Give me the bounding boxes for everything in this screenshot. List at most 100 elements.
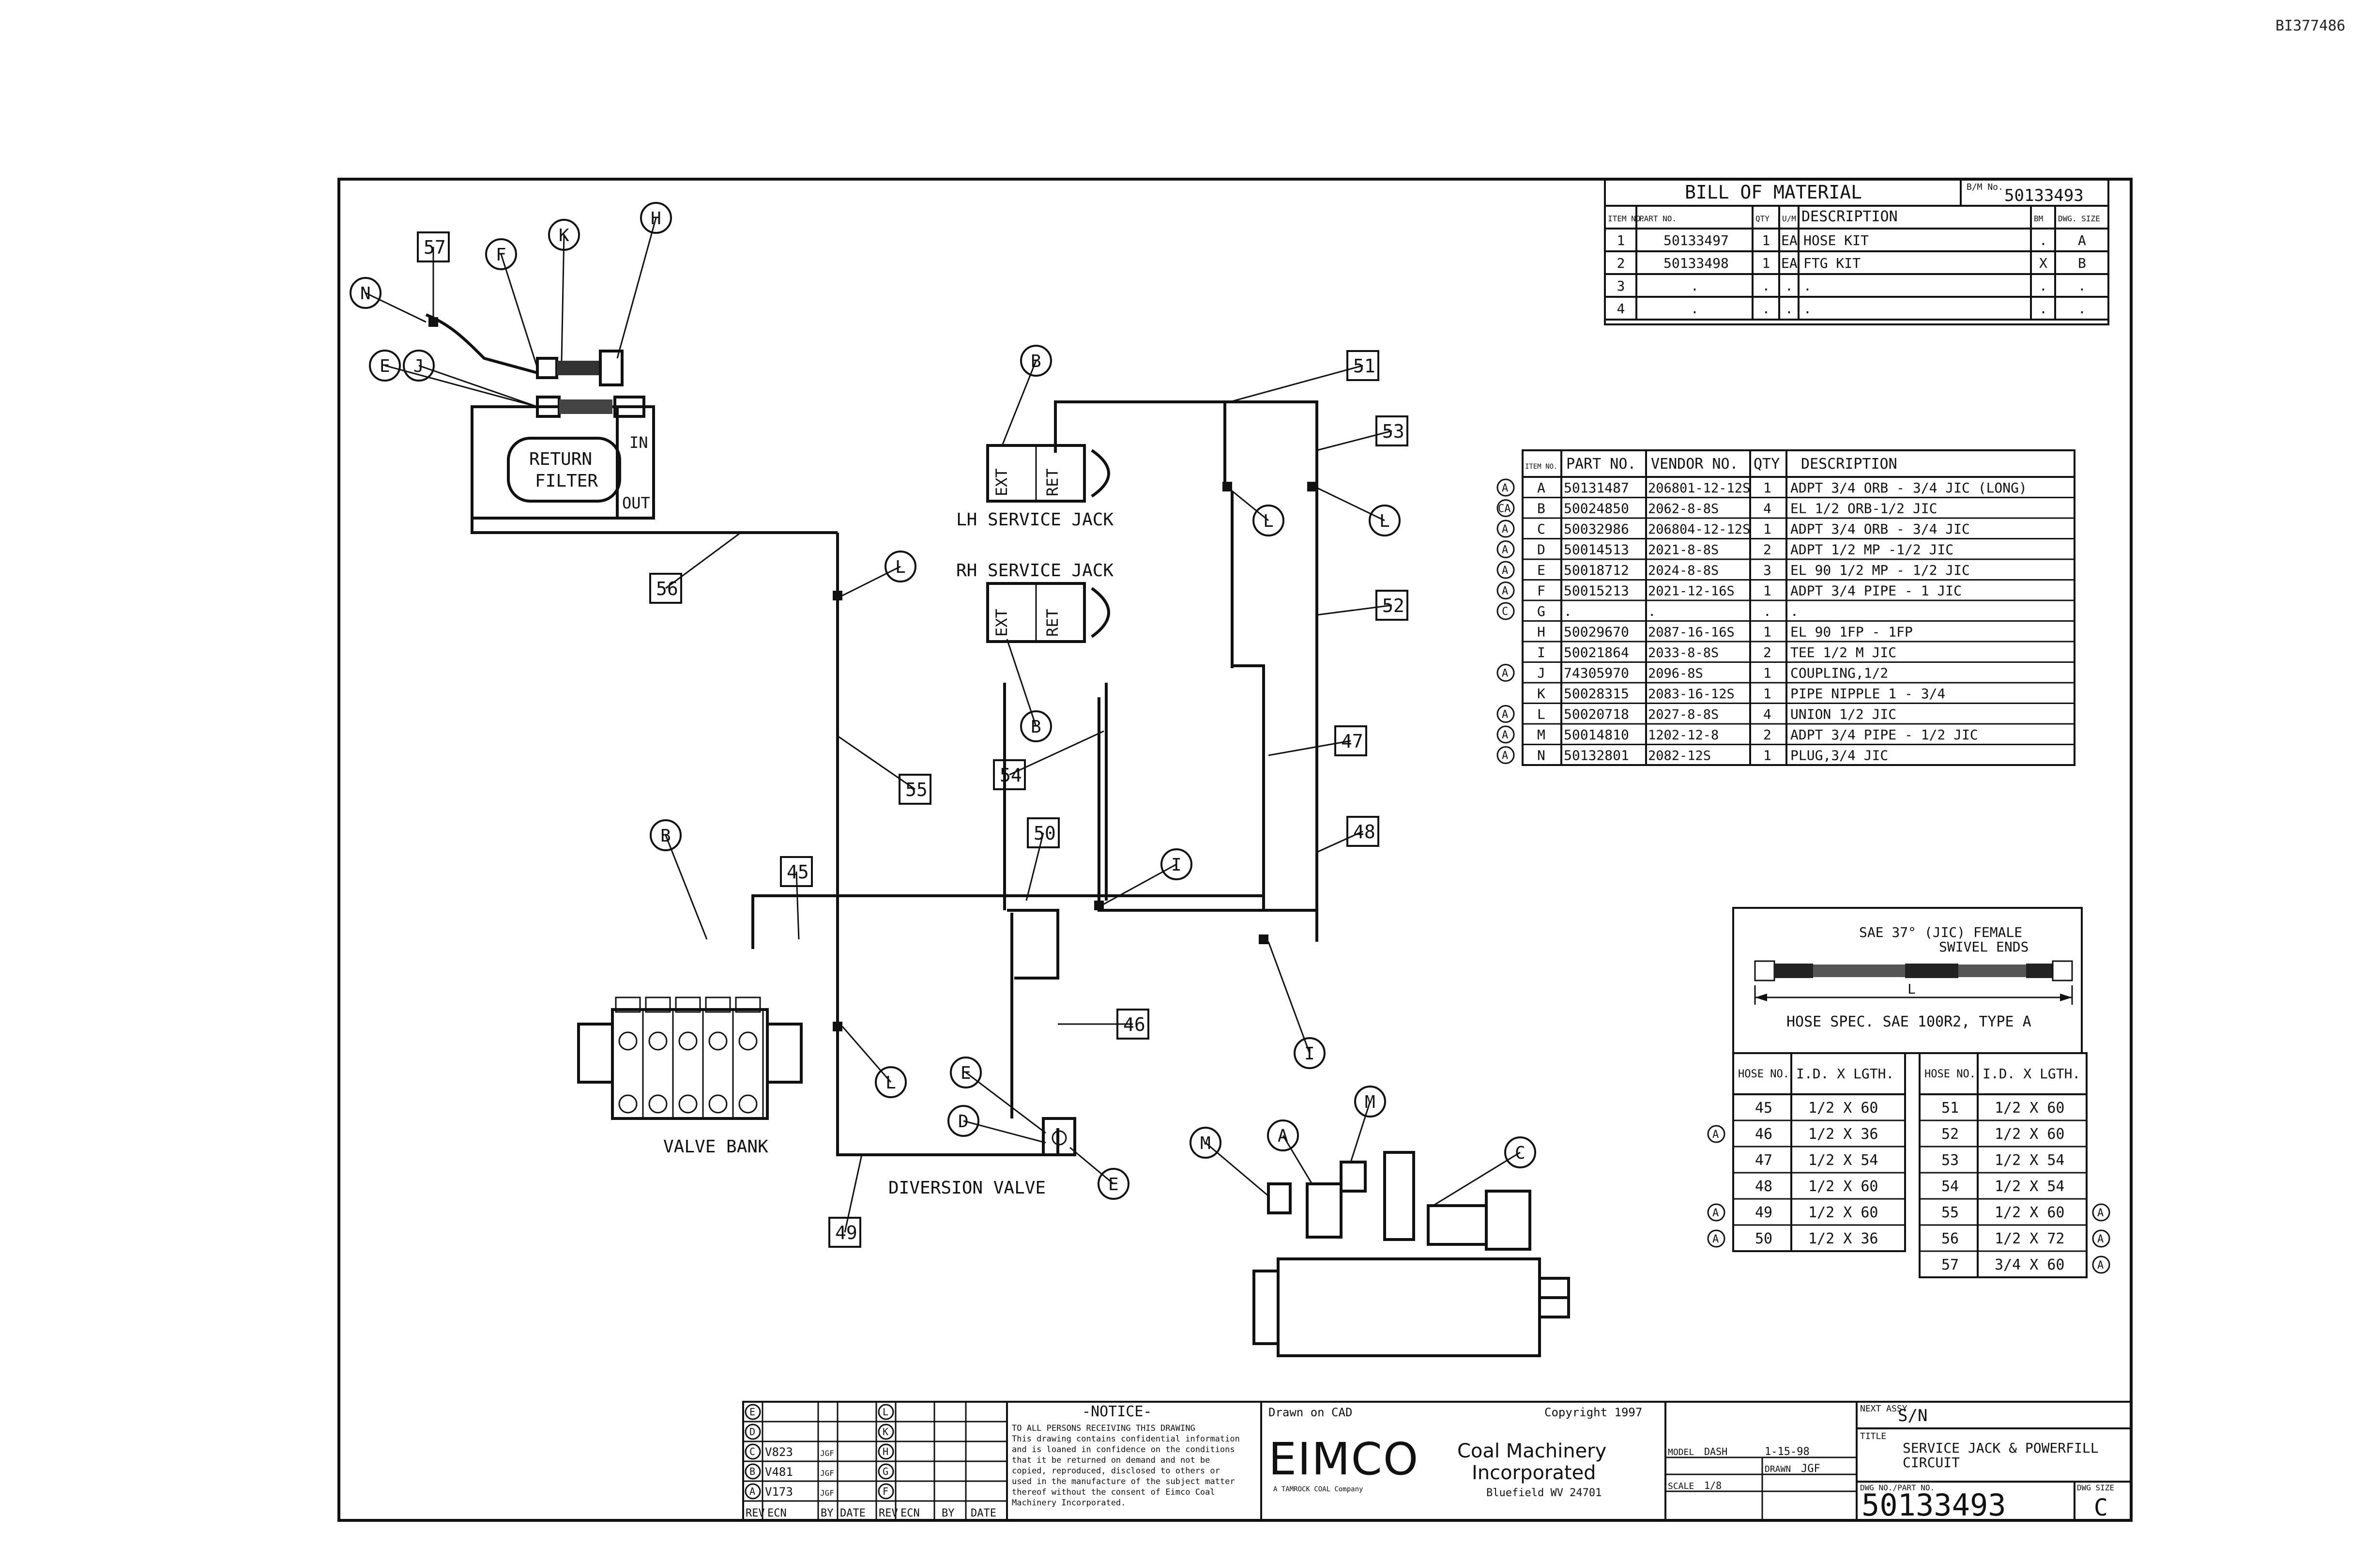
fitting-vendor-no: 2096-8S	[1648, 666, 1703, 681]
fitting-qty: 4	[1763, 706, 1771, 722]
fitting-vendor-no: 1202-12-8	[1648, 728, 1719, 743]
hose-size: 1/2 X 72	[1995, 1230, 2065, 1247]
bom-cell: .	[1803, 301, 1812, 317]
bom-cell: .	[1785, 278, 1793, 294]
bom-cell: 4	[1617, 301, 1625, 317]
powerfill-pump	[1252, 1151, 1570, 1357]
fitting-description: EL 90 1/2 MP - 1/2 JIC	[1790, 562, 1970, 578]
rev-letter: K	[883, 1426, 888, 1438]
fitting-vendor-no: 2083-16-12S	[1648, 687, 1735, 702]
fitting-part-no: 50021864	[1564, 644, 1629, 660]
hose-callout: 50	[1034, 823, 1056, 844]
fitting-qty: 1	[1763, 665, 1771, 681]
fitting-vendor-no: 206801-12-12S	[1648, 481, 1750, 496]
fitting-item: G	[1537, 603, 1545, 619]
hose-callout: 56	[656, 578, 678, 599]
revision-marker: A	[1712, 1233, 1719, 1245]
fitting-callout: D	[958, 1112, 969, 1132]
lh-ext-label: EXT	[992, 468, 1011, 496]
revision-marker: A	[1502, 523, 1508, 536]
rev-by: JGF	[820, 1469, 834, 1478]
fitting-item: B	[1537, 501, 1545, 517]
hose-illustration	[1754, 960, 2073, 1005]
revision-marker: A	[1502, 482, 1508, 494]
drawn-on-cad: Drawn on CAD	[1268, 1406, 1352, 1419]
hose-callout: 49	[835, 1222, 857, 1243]
hose-callout: 51	[1353, 355, 1375, 377]
hose-size: 1/2 X 54	[1808, 1152, 1878, 1169]
tolerance-block: MODEL DASH 1-15-98 SCALE 1/8 DRAWN JGF	[1665, 1446, 1857, 1520]
fitting-callout: E	[380, 356, 390, 376]
fitting-item: E	[1537, 562, 1545, 578]
fitting-vendor-no: 2021-8-8S	[1648, 543, 1719, 558]
valve-bank-label: VALVE BANK	[663, 1137, 768, 1157]
rh-ret-label: RET	[1043, 609, 1062, 637]
rev-header: ECN	[767, 1507, 787, 1519]
next-assy-label: NEXT ASSY	[1860, 1404, 1907, 1414]
scale-value: 1/8	[1704, 1480, 1722, 1491]
fitting-description: ADPT 1/2 MP -1/2 JIC	[1790, 542, 1953, 558]
drawn-label: DRAWN	[1765, 1464, 1791, 1474]
rev-header: REV	[879, 1507, 898, 1519]
hose-number: 47	[1755, 1152, 1772, 1169]
fitting-vendor-no: 2021-12-16S	[1648, 584, 1735, 599]
return-filter-label-2: FILTER	[535, 471, 598, 491]
bom-header-cell: ITEM NO.	[1608, 214, 1645, 223]
rev-header: ECN	[900, 1507, 920, 1519]
filter-out-label: OUT	[622, 494, 650, 512]
revision-marker: CA	[1498, 503, 1511, 515]
hose-callout: 57	[424, 237, 446, 258]
hose-size: 1/2 X 36	[1808, 1230, 1878, 1247]
lh-service-jack: EXT RET LH SERVICE JACK	[956, 444, 1114, 530]
fitting-callout: C	[1515, 1143, 1526, 1163]
hose-callout: 55	[905, 779, 928, 800]
bom-header-cell: DWG. SIZE	[2058, 214, 2100, 223]
fitting-item: A	[1537, 480, 1545, 496]
date-value: 1-15-98	[1765, 1446, 1810, 1458]
bom-cell: 1	[1762, 255, 1770, 271]
bom-header-cell: QTY	[1755, 214, 1770, 223]
fitting-item: K	[1537, 686, 1545, 702]
return-filter: RETURN FILTER IN OUT	[471, 350, 655, 520]
hose-size: 1/2 X 60	[1995, 1204, 2065, 1221]
bom-cell: 3	[1617, 278, 1625, 294]
hose-number: 54	[1941, 1178, 1959, 1195]
fitting-callout: L	[895, 557, 906, 577]
rev-header: DATE	[840, 1507, 866, 1519]
hose-number: 46	[1755, 1126, 1772, 1143]
hose-fittings	[428, 317, 1317, 1031]
revision-marker: A	[1712, 1129, 1719, 1141]
fitting-header-cell: PART NO.	[1566, 456, 1636, 473]
fitting-part-no: 50020718	[1564, 706, 1629, 722]
fitting-qty: 3	[1763, 562, 1771, 578]
bom-cell: EA	[1781, 232, 1798, 248]
fitting-callout: B	[1031, 717, 1041, 737]
rev-header: BY	[942, 1507, 955, 1519]
revision-marker: A	[1502, 750, 1508, 762]
rev-letter: C	[749, 1446, 755, 1457]
fitting-callout: I	[1171, 855, 1182, 875]
revision-marker: A	[1502, 585, 1508, 597]
rev-by: JGF	[820, 1449, 834, 1458]
scale-label: SCALE	[1668, 1481, 1694, 1491]
valve-bank: VALVE BANK	[577, 996, 803, 1157]
bom-header-cell: U/M	[1782, 214, 1796, 223]
rev-letter: G	[883, 1466, 888, 1477]
hose-number: 57	[1941, 1256, 1959, 1273]
hose-size: 1/2 X 60	[1995, 1126, 2065, 1143]
rev-letter: F	[883, 1486, 888, 1497]
copyright: Copyright 1997	[1544, 1406, 1642, 1419]
hose-callout: 53	[1382, 421, 1404, 442]
fitting-qty: .	[1763, 603, 1771, 619]
bom-no: 50133493	[2004, 186, 2084, 205]
hose-number: 45	[1755, 1100, 1772, 1117]
fitting-vendor-no: 2024-8-8S	[1648, 563, 1719, 578]
fitting-part-no: 50028315	[1564, 686, 1629, 702]
fitting-item: J	[1537, 665, 1545, 681]
fitting-vendor-no: 2027-8-8S	[1648, 707, 1719, 722]
fitting-callout: I	[1304, 1044, 1315, 1064]
hose-number: 53	[1941, 1152, 1959, 1169]
fitting-part-no: 50014513	[1564, 542, 1629, 558]
fitting-description: ADPT 3/4 ORB - 3/4 JIC	[1790, 521, 1970, 537]
